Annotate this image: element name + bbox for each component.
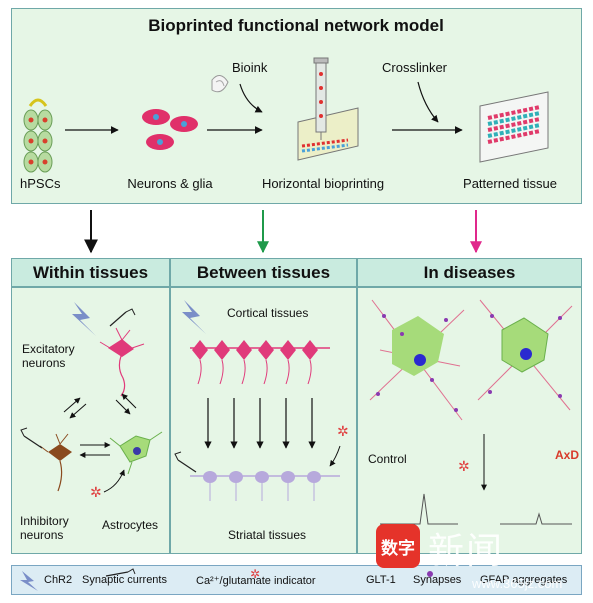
legend-chr2-icon: [20, 571, 38, 591]
label-inhibitory-line1: Inhibitory: [20, 514, 69, 528]
axd-astrocyte-icon: [477, 299, 573, 411]
bioink-icon: [211, 75, 229, 93]
indicator-icon: ✲: [90, 485, 102, 501]
label-astrocytes: Astrocytes: [102, 518, 159, 532]
svg-text:✲: ✲: [90, 485, 102, 501]
label-bioink: Bioink: [232, 60, 268, 75]
patterned-tissue-icon: [479, 91, 549, 163]
label-patterned-tissue: Patterned tissue: [463, 176, 557, 191]
label-hpscs: hPSCs: [20, 176, 61, 191]
neurons-glia-icon: [142, 109, 198, 150]
legend-synapse-icon: [427, 571, 433, 577]
patch-pipette-between-icon: [174, 451, 197, 473]
label-excitatory-line2: neurons: [22, 356, 66, 370]
signal-traces: [380, 493, 572, 525]
header-between-tissues: Between tissues: [170, 258, 357, 287]
legend-bar: [11, 565, 582, 595]
striatal-neuron-row: [190, 471, 340, 501]
legend-indicator: Ca²⁺/glutamate indicator: [196, 575, 316, 587]
excitatory-neuron-icon: [99, 327, 145, 397]
indicator-disease-icon: ✲: [458, 459, 470, 475]
legend-glt1: GLT-1: [366, 574, 396, 586]
hpsc-cells-icon: [23, 98, 53, 173]
label-crosslinker: Crosslinker: [382, 60, 448, 75]
label-neurons-glia: Neurons & glia: [127, 176, 213, 191]
legend-synapses: Synapses: [413, 574, 462, 586]
svg-text:✲: ✲: [250, 567, 260, 581]
watermark-url: www.365jz.com: [472, 576, 563, 591]
patch-pipette-inhibitory-icon: [20, 427, 43, 449]
cortical-neuron-row: [190, 340, 330, 385]
svg-text:✲: ✲: [458, 459, 470, 475]
legend-indicator-icon: ✲: [250, 567, 260, 581]
panel-within-tissues: [11, 287, 170, 554]
legend-pipette-icon: [105, 568, 136, 577]
label-cortical-tissues: Cortical tissues: [227, 306, 309, 320]
header-within-tissues: Within tissues: [11, 258, 170, 287]
watermark-badge: 数字: [376, 524, 420, 568]
panel-between-tissues: [170, 287, 357, 554]
label-striatal-tissues: Striatal tissues: [228, 528, 307, 542]
header-in-diseases: In diseases: [357, 258, 582, 287]
watermark-badge-text: 数字: [381, 538, 415, 558]
top-panel-title: Bioprinted functional network model: [148, 16, 444, 35]
label-control: Control: [368, 452, 407, 466]
label-axd: AxD: [555, 448, 580, 462]
projection-arrows: [204, 398, 316, 449]
watermark-cn: 新闻: [428, 531, 505, 572]
legend-chr2: ChR2: [44, 574, 73, 586]
inhibitory-neuron-icon: [39, 433, 72, 492]
label-inhibitory-line2: neurons: [20, 528, 64, 542]
chr2-between-icon: [182, 300, 206, 334]
control-astrocyte-icon: [369, 299, 465, 421]
label-horizontal-bioprinting: Horizontal bioprinting: [261, 176, 385, 191]
svg-text:✲: ✲: [337, 424, 349, 440]
bioprinter-icon: [297, 57, 359, 161]
legend-gfap: GFAP aggregates: [480, 574, 568, 586]
astrocyte-icon: [109, 431, 163, 475]
patch-pipette-icon: [109, 308, 136, 327]
legend-synaptic-currents: Synaptic currents: [82, 574, 167, 586]
label-excitatory-line1: Excitatory: [22, 342, 75, 356]
chr2-icon: [72, 302, 96, 336]
indicator-between-icon: ✲: [337, 424, 349, 440]
